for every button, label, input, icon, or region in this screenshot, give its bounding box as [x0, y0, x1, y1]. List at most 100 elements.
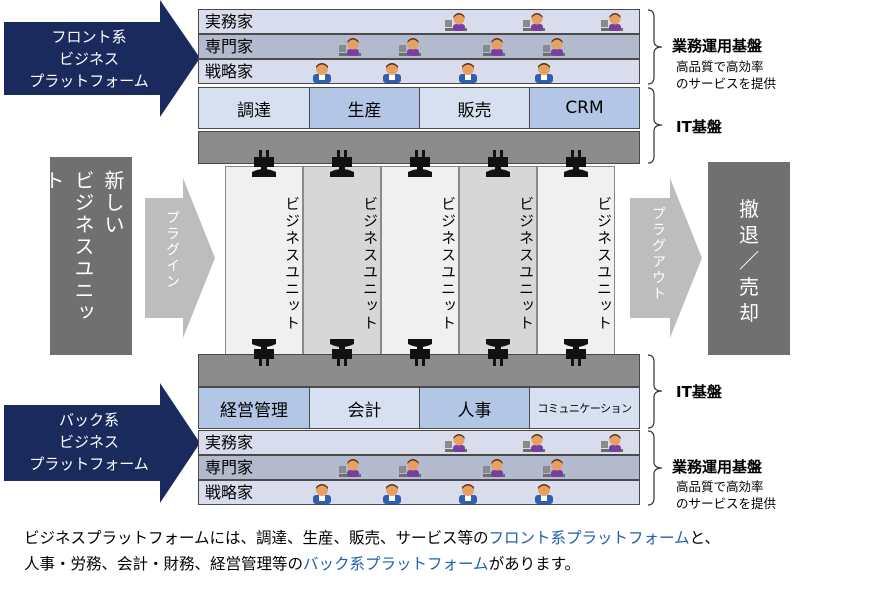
- person-icon: [533, 482, 555, 504]
- person-icon: [533, 61, 555, 83]
- plug-icon: [486, 150, 510, 180]
- function-production: 生産: [310, 88, 420, 128]
- front-business-base-label: 業務運用基盤: [672, 37, 763, 55]
- person-desk-icon: [339, 457, 361, 479]
- person-icon: [311, 61, 333, 83]
- person-desk-icon: [399, 457, 421, 479]
- caption-line-1-text: ビジネスプラットフォームには、調達、生産、販売、サービス等の: [24, 529, 489, 547]
- exit-sale-label: 撤 退 ／ 売 却: [708, 196, 790, 326]
- caption-back-highlight: バック系プラットフォーム: [303, 555, 489, 573]
- back-platform-label: バック系 ビジネス プラットフォーム: [14, 409, 164, 475]
- back-function-bar: 経営管理 会計 人事 コミュニケーション: [198, 387, 640, 429]
- plugout-label: プラグアウト: [650, 206, 666, 302]
- business-unit-4-label: ビジネスユニット: [517, 196, 535, 332]
- person-desk-icon: [399, 36, 421, 58]
- caption-line-2-end: があります。: [488, 555, 581, 573]
- exit-sale-char-4: 売: [739, 275, 759, 299]
- back-role-row-strategist: 戦略家: [198, 480, 640, 505]
- front-business-base-sub-2: のサービスを提供: [676, 76, 777, 91]
- business-unit-4: ビジネスユニット: [459, 166, 537, 356]
- brace-back-business: [647, 430, 663, 506]
- role-label-specialist: 専門家: [205, 37, 254, 56]
- role-label-practitioner: 実務家: [205, 12, 254, 31]
- person-desk-icon: [483, 457, 505, 479]
- new-business-unit-box: [50, 157, 132, 355]
- function-hr: 人事: [420, 388, 530, 428]
- person-desk-icon: [543, 36, 565, 58]
- front-role-row-strategist: 戦略家: [198, 59, 640, 84]
- business-unit-3-label: ビジネスユニット: [439, 196, 457, 332]
- person-desk-icon: [543, 457, 565, 479]
- back-platform-line-3: プラットフォーム: [29, 455, 149, 473]
- plug-icon: [408, 150, 432, 180]
- role-label-practitioner: 実務家: [205, 433, 254, 452]
- new-business-unit-line-2: ビジネスユニット: [41, 170, 95, 324]
- back-it-base-label: IT基盤: [676, 383, 722, 401]
- plug-icon: [330, 336, 354, 366]
- front-platform-line-2: ビジネス: [58, 50, 119, 68]
- new-business-unit-line-1: 新しい: [101, 170, 125, 236]
- role-label-strategist: 戦略家: [205, 62, 254, 81]
- business-unit-3: ビジネスユニット: [381, 166, 459, 356]
- person-icon: [457, 61, 479, 83]
- person-icon: [311, 482, 333, 504]
- business-unit-1: ビジネスユニット: [225, 166, 303, 356]
- back-business-base-sub: 高品質で高効率 のサービスを提供: [676, 478, 776, 512]
- plug-icon: [564, 150, 588, 180]
- exit-sale-char-1: 撤: [739, 197, 759, 221]
- role-label-strategist: 戦略家: [205, 483, 254, 502]
- brace-front-it: [647, 87, 663, 164]
- new-business-unit-label: 新しい ビジネスユニット: [41, 170, 128, 345]
- plugin-arrow: [145, 178, 215, 338]
- front-role-row-specialist: 専門家: [198, 34, 640, 59]
- person-desk-icon: [445, 11, 467, 33]
- front-platform-line-1: フロント系: [51, 28, 127, 46]
- plug-icon: [330, 150, 354, 180]
- front-business-base-sub: 高品質で高効率 のサービスを提供: [676, 58, 776, 92]
- role-label-specialist: 専門家: [205, 458, 254, 477]
- caption-line-2: 人事・労務、会計・財務、経営管理等のバック系プラットフォームがあります。: [24, 551, 580, 577]
- person-desk-icon: [483, 36, 505, 58]
- business-unit-5-label: ビジネスユニット: [595, 196, 613, 332]
- person-icon: [381, 61, 403, 83]
- person-desk-icon: [523, 432, 545, 454]
- back-business-base-label: 業務運用基盤: [672, 458, 763, 476]
- business-unit-5: ビジネスユニット: [537, 166, 615, 356]
- brace-back-it: [647, 354, 663, 429]
- function-accounting: 会計: [310, 388, 420, 428]
- back-business-base-sub-1: 高品質で高効率: [676, 479, 764, 494]
- caption-line-1: ビジネスプラットフォームには、調達、生産、販売、サービス等のフロント系プラットフ…: [24, 525, 720, 551]
- exit-sale-box: [708, 162, 790, 355]
- front-platform-label: フロント系 ビジネス プラットフォーム: [14, 26, 164, 92]
- back-platform-line-1: バック系: [58, 411, 119, 429]
- back-it-bar: [198, 354, 640, 387]
- function-communication: コミュニケーション: [537, 402, 632, 415]
- front-platform-line-3: プラットフォーム: [29, 72, 149, 90]
- person-desk-icon: [601, 11, 623, 33]
- plug-icon: [408, 336, 432, 366]
- plugout-arrow: [630, 178, 702, 338]
- business-unit-1-label: ビジネスユニット: [283, 196, 301, 332]
- function-sales: 販売: [420, 88, 530, 128]
- brace-front-business: [647, 9, 663, 85]
- exit-sale-char-2: 退: [739, 223, 759, 247]
- business-unit-2: ビジネスユニット: [303, 166, 381, 356]
- back-platform-line-2: ビジネス: [58, 433, 119, 451]
- function-crm: CRM: [530, 88, 639, 128]
- front-business-base-sub-1: 高品質で高効率: [676, 59, 764, 74]
- plug-icon: [564, 336, 588, 366]
- function-procurement: 調達: [199, 88, 310, 128]
- person-icon: [381, 482, 403, 504]
- exit-sale-char-5: 却: [739, 301, 759, 325]
- plug-icon: [486, 336, 510, 366]
- person-desk-icon: [445, 432, 467, 454]
- exit-sale-char-3: ／: [739, 249, 759, 273]
- plug-icon: [252, 336, 276, 366]
- person-icon: [457, 482, 479, 504]
- function-management: 経営管理: [199, 388, 310, 428]
- front-it-base-label: IT基盤: [676, 118, 722, 136]
- caption-line-1-end: と、: [689, 529, 720, 547]
- person-desk-icon: [339, 36, 361, 58]
- front-platform-arrow: [4, 0, 200, 117]
- back-business-base-sub-2: のサービスを提供: [676, 496, 777, 511]
